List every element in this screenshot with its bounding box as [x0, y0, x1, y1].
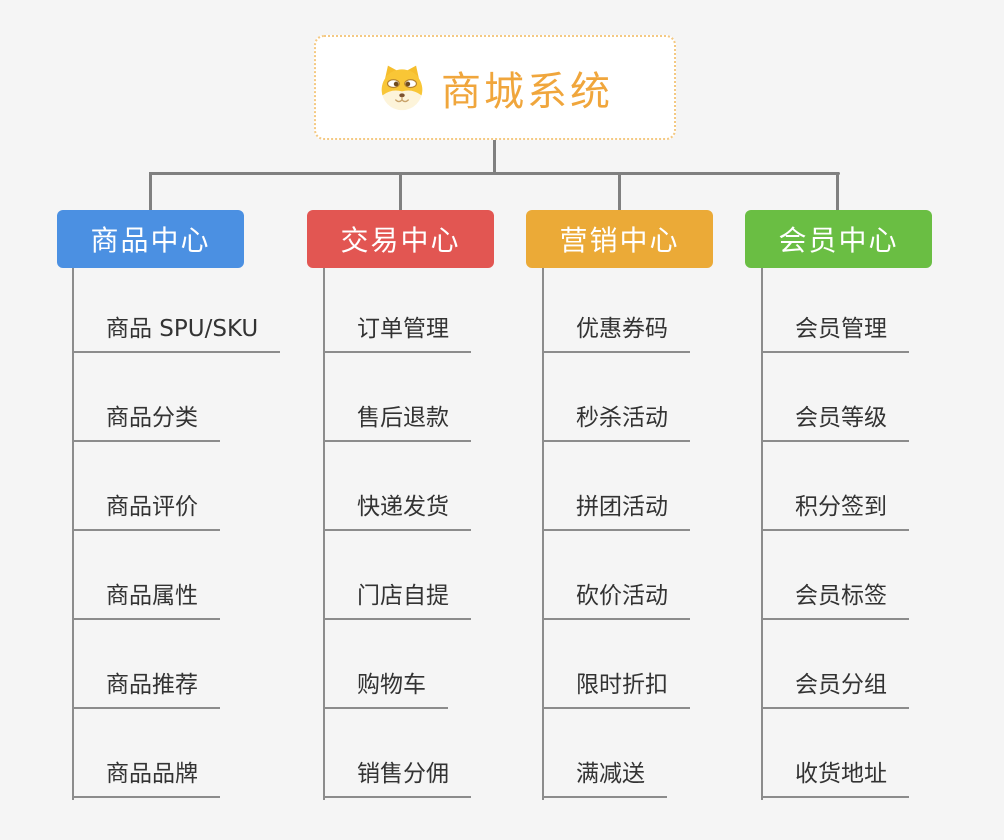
root-node[interactable]: 商城系统 — [314, 35, 676, 140]
branch-node-marketing-center[interactable]: 营销中心 — [526, 210, 713, 268]
leaf-item[interactable]: 收货地址 — [761, 759, 909, 798]
connector-drop-product — [149, 172, 152, 210]
trunk-line-trade — [323, 268, 325, 800]
leaf-item[interactable]: 购物车 — [323, 670, 448, 709]
trunk-line-marketing — [542, 268, 544, 800]
leaf-item[interactable]: 商品 SPU/SKU — [72, 314, 281, 353]
leaf-item[interactable]: 会员标签 — [761, 581, 909, 620]
branch-node-member-center[interactable]: 会员中心 — [745, 210, 932, 268]
trunk-line-member — [761, 268, 763, 800]
dog-face-icon — [381, 65, 423, 111]
leaf-item[interactable]: 商品属性 — [72, 581, 220, 620]
connector-bus — [149, 172, 840, 175]
leaf-item[interactable]: 门店自提 — [323, 581, 471, 620]
connector-drop-trade — [399, 172, 402, 210]
leaf-item[interactable]: 销售分佣 — [323, 759, 471, 798]
branch-label: 会员中心 — [778, 224, 899, 257]
leaf-item[interactable]: 商品品牌 — [72, 759, 220, 798]
leaf-item[interactable]: 拼团活动 — [542, 492, 690, 531]
branch-node-trade-center[interactable]: 交易中心 — [307, 210, 494, 268]
leaf-item[interactable]: 订单管理 — [323, 314, 471, 353]
branch-label: 营销中心 — [559, 224, 680, 257]
leaf-item[interactable]: 会员分组 — [761, 670, 909, 709]
connector-drop-member — [836, 172, 839, 210]
leaf-item[interactable]: 商品分类 — [72, 403, 220, 442]
leaf-item[interactable]: 商品推荐 — [72, 670, 220, 709]
leaf-item[interactable]: 会员等级 — [761, 403, 909, 442]
leaf-item[interactable]: 快递发货 — [323, 492, 471, 531]
leaf-item[interactable]: 限时折扣 — [542, 670, 690, 709]
leaf-item[interactable]: 砍价活动 — [542, 581, 690, 620]
root-label: 商城系统 — [441, 68, 613, 115]
leaf-item[interactable]: 商品评价 — [72, 492, 220, 531]
leaf-item[interactable]: 满减送 — [542, 759, 667, 798]
leaf-item[interactable]: 秒杀活动 — [542, 403, 690, 442]
leaf-item[interactable]: 售后退款 — [323, 403, 471, 442]
trunk-line-product — [72, 268, 74, 800]
leaf-item[interactable]: 会员管理 — [761, 314, 909, 353]
connector-root-stem — [493, 140, 496, 173]
branch-label: 商品中心 — [90, 224, 211, 257]
connector-drop-marketing — [618, 172, 621, 210]
leaf-item[interactable]: 积分签到 — [761, 492, 909, 531]
branch-label: 交易中心 — [340, 224, 461, 257]
branch-node-product-center[interactable]: 商品中心 — [57, 210, 244, 268]
leaf-item[interactable]: 优惠券码 — [542, 314, 690, 353]
